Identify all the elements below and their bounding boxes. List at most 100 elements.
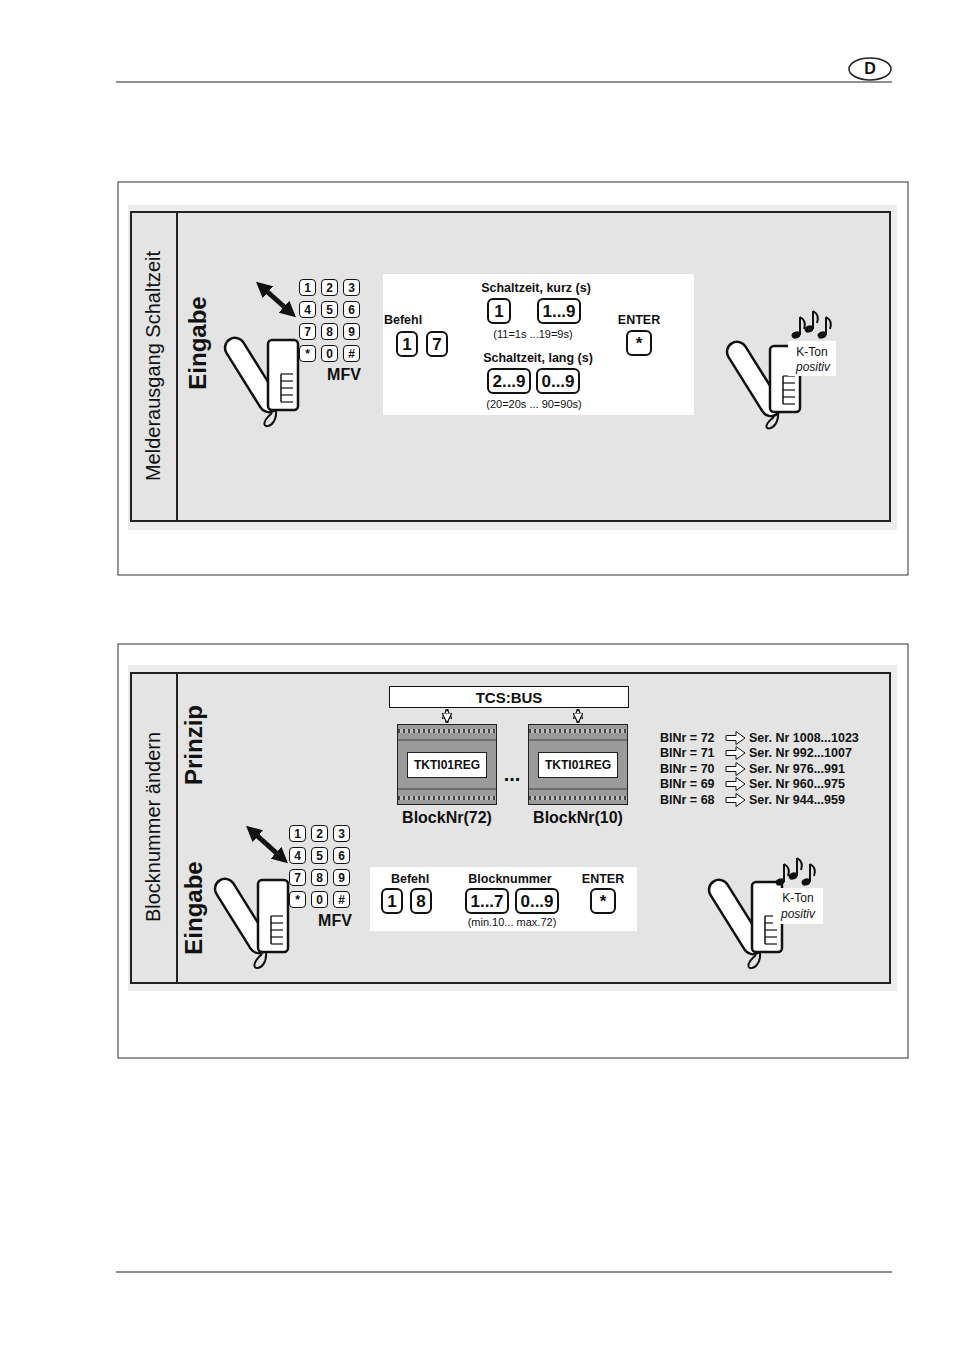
keypad-key: 8 xyxy=(321,323,338,340)
key-label: * xyxy=(295,894,300,906)
key-label: 7 xyxy=(432,336,441,353)
key-label: 9 xyxy=(338,872,345,884)
field-label: Befehl xyxy=(384,314,422,327)
phone-base xyxy=(258,880,288,952)
field-label: Blocknummer xyxy=(468,873,551,886)
module-label: TKTI01REG xyxy=(538,752,618,778)
tone-label: K-Ton xyxy=(796,346,827,358)
frame xyxy=(118,644,908,1058)
keypad-key: * xyxy=(289,891,306,908)
display-grid xyxy=(783,403,795,404)
input-key: 1 xyxy=(381,888,403,914)
keypad-key: 4 xyxy=(299,301,316,318)
field-label: (min.10... max.72) xyxy=(468,917,557,928)
keypad-key: 1 xyxy=(289,825,306,842)
display-grid xyxy=(783,396,795,397)
bus-connector xyxy=(577,709,580,723)
keypad-key: 6 xyxy=(343,301,360,318)
panel-title: Melderausgang Schaltzeit xyxy=(143,251,163,481)
input-key: 1...7 xyxy=(465,888,509,914)
key-label: 1 xyxy=(294,828,301,840)
pointer-arrow xyxy=(726,778,745,791)
display-grid xyxy=(281,394,293,395)
keypad-key: 3 xyxy=(343,279,360,296)
display-grid xyxy=(271,936,283,937)
note-flag xyxy=(797,858,802,870)
panel-separator xyxy=(176,211,178,522)
input-key: 0...9 xyxy=(536,368,580,394)
note-stem xyxy=(809,864,811,882)
key-label: 6 xyxy=(348,304,355,316)
panel-inner-ground xyxy=(130,672,891,984)
tone-mode: positiv xyxy=(781,908,815,920)
key-label: 2...9 xyxy=(492,373,525,390)
footer-rule xyxy=(116,1272,892,1273)
key-label: # xyxy=(338,894,345,906)
key-label: 2 xyxy=(316,828,323,840)
key-label: 7 xyxy=(304,326,311,338)
display-grid xyxy=(281,387,293,388)
section-title: Prinzip xyxy=(182,705,206,785)
note-stem xyxy=(783,864,785,882)
module-label: TKTI01REG xyxy=(407,752,487,778)
display-grid xyxy=(271,943,283,944)
keypad-key: 5 xyxy=(311,847,328,864)
bus-connector xyxy=(446,709,449,723)
key-label: 6 xyxy=(338,850,345,862)
display-grid xyxy=(281,380,293,381)
key-label: 8 xyxy=(416,893,425,910)
input-key: * xyxy=(590,888,616,914)
input-key: 1...9 xyxy=(537,298,581,324)
key-label: 5 xyxy=(326,304,333,316)
block-number-entry: BlNr = 70 xyxy=(660,763,715,776)
telephone-icon xyxy=(211,875,288,968)
block-number: BlockNr(72) xyxy=(402,810,492,826)
keypad-key: # xyxy=(333,891,350,908)
key-label: * xyxy=(305,348,310,360)
panel-separator xyxy=(176,672,178,984)
key-label: 5 xyxy=(316,850,323,862)
keypad-key: 9 xyxy=(343,323,360,340)
tone-box xyxy=(773,888,823,924)
serial-range: Ser. Nr 944...959 xyxy=(749,794,845,807)
note-flag xyxy=(813,311,818,323)
key-label: 0...9 xyxy=(541,373,574,390)
dial-arrow xyxy=(252,831,282,858)
language-badge-letter: D xyxy=(864,61,876,77)
note-stem xyxy=(799,317,801,335)
input-key: * xyxy=(626,330,652,356)
field-label: ENTER xyxy=(618,314,660,327)
note-flag xyxy=(800,317,805,329)
block-number-entry: BlNr = 72 xyxy=(660,732,715,745)
input-key: 1 xyxy=(396,331,418,357)
section-title: Eingabe xyxy=(182,861,206,954)
keypad-key: 3 xyxy=(333,825,350,842)
key-label: * xyxy=(600,893,607,910)
panel: Blocknummer ändern PrinzipEingabe TCS:BUS T… xyxy=(130,672,891,984)
note-stem xyxy=(812,311,814,329)
pointer-arrow xyxy=(726,794,745,807)
display-grid xyxy=(765,943,777,944)
keypad-key: 0 xyxy=(321,345,338,362)
key-label: 2 xyxy=(326,282,333,294)
tone-notes xyxy=(775,858,815,887)
bus-bar: TCS:BUS xyxy=(389,686,629,708)
pointer-arrow xyxy=(726,763,745,776)
key-label: TCS:BUS xyxy=(476,690,543,705)
serial-range: Ser. Nr 960...975 xyxy=(749,778,845,791)
keypad-label: MFV xyxy=(327,367,361,383)
display-grid xyxy=(271,915,283,916)
display-grid xyxy=(783,382,795,383)
note-flag xyxy=(826,317,831,329)
input-key: 1 xyxy=(487,298,511,324)
field-label: (20=20s ... 90=90s) xyxy=(486,399,581,410)
cord xyxy=(254,952,266,968)
telephone-icon xyxy=(705,876,782,968)
dial-arrow xyxy=(262,287,290,312)
display-grid xyxy=(271,929,283,930)
panel-title: Blocknummer ändern xyxy=(143,732,163,922)
ellipsis: ... xyxy=(504,764,521,784)
display-grid xyxy=(281,373,293,374)
keypad-key: 6 xyxy=(333,847,350,864)
key-label: 8 xyxy=(326,326,333,338)
